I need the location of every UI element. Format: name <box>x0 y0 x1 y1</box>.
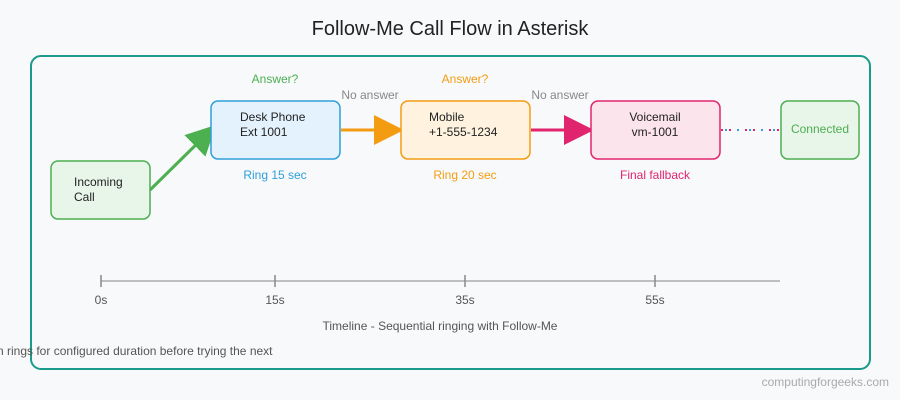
edge-label-no-answer-2: No answer <box>531 88 588 102</box>
mobile-answer-question: Answer? <box>442 72 489 86</box>
diagram-frame <box>30 55 871 370</box>
diagram-title: Follow-Me Call Flow in Asterisk <box>312 18 590 40</box>
node-incoming-line1: Incoming <box>74 175 123 189</box>
mobile-ring-caption: Ring 20 sec <box>433 168 496 182</box>
edge-incoming-to-desk <box>148 124 217 192</box>
footnote: n rings for configured duration before t… <box>0 344 273 358</box>
node-voicemail-line1: Voicemail <box>629 110 680 124</box>
node-desk-phone: Desk Phone Ext 1001 <box>210 100 341 160</box>
timeline-tick-label-1: 15s <box>265 293 284 307</box>
node-incoming-call: Incoming Call <box>50 160 151 220</box>
watermark: computingforgeeks.com <box>762 375 889 389</box>
timeline-tick-label-3: 55s <box>645 293 664 307</box>
edge-label-no-answer-1: No answer <box>341 88 398 102</box>
node-mobile-line2: +1-555-1234 <box>429 125 498 139</box>
timeline-caption: Timeline - Sequential ringing with Follo… <box>323 319 558 333</box>
node-desk-line2: Ext 1001 <box>240 125 288 139</box>
node-incoming-line2: Call <box>74 190 95 204</box>
node-mobile-line1: Mobile <box>429 110 465 124</box>
node-voicemail-line2: vm-1001 <box>632 125 679 139</box>
node-connected: Connected <box>780 100 860 160</box>
desk-ring-caption: Ring 15 sec <box>243 168 306 182</box>
timeline-tick-label-2: 35s <box>455 293 474 307</box>
node-connected-label: Connected <box>791 122 849 136</box>
node-mobile: Mobile +1-555-1234 <box>400 100 531 160</box>
voicemail-caption: Final fallback <box>620 168 691 182</box>
node-voicemail: Voicemail vm-1001 <box>590 100 721 160</box>
desk-answer-question: Answer? <box>252 72 299 86</box>
node-desk-line1: Desk Phone <box>240 110 306 124</box>
timeline-tick-label-0: 0s <box>95 293 108 307</box>
